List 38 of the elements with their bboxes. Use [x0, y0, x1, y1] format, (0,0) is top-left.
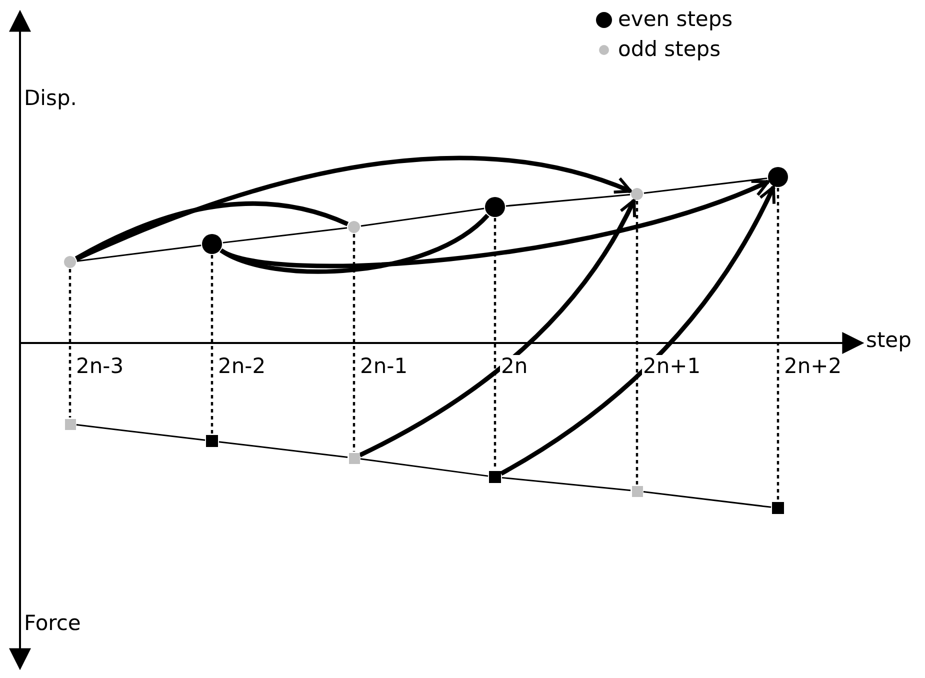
- point-marker: [485, 197, 505, 217]
- plot-line: [502, 476, 631, 492]
- plot-line: [506, 194, 630, 207]
- legend-text: odd steps: [618, 39, 721, 60]
- point-marker: [202, 234, 222, 254]
- curved-arrow: [358, 198, 636, 458]
- axis-label: step: [866, 330, 912, 351]
- tick-label: 2n+1: [642, 355, 702, 378]
- dotted-line: [210, 255, 214, 434]
- point-marker: [768, 167, 788, 187]
- curved-arrow: [500, 186, 776, 476]
- plot-line: [222, 227, 348, 244]
- plot-line: [218, 441, 348, 458]
- legend-text: even steps: [618, 9, 733, 30]
- curved-line: [220, 214, 490, 274]
- square-marker: [489, 471, 501, 483]
- curved-line: [75, 202, 348, 260]
- square-marker: [64, 418, 76, 430]
- square-marker: [632, 486, 642, 496]
- dotted-line: [636, 201, 638, 484]
- square-marker: [348, 452, 360, 464]
- plot-line: [360, 208, 484, 227]
- plot-line: [76, 424, 206, 441]
- plot-line: [644, 178, 768, 194]
- plot-line: [76, 244, 202, 262]
- plot-line: [360, 458, 488, 477]
- point-marker: [64, 256, 76, 268]
- point-marker: [631, 188, 643, 200]
- axis-label: Force: [24, 613, 81, 634]
- axis-label: Disp.: [24, 88, 77, 109]
- square-marker: [206, 435, 218, 447]
- dotted-line: [68, 269, 72, 418]
- plot-line: [643, 491, 772, 508]
- dotted-line: [776, 188, 780, 501]
- dotted-line: [352, 234, 356, 452]
- point-marker: [348, 221, 360, 233]
- curved-arrow: [75, 156, 632, 262]
- square-marker: [772, 502, 784, 514]
